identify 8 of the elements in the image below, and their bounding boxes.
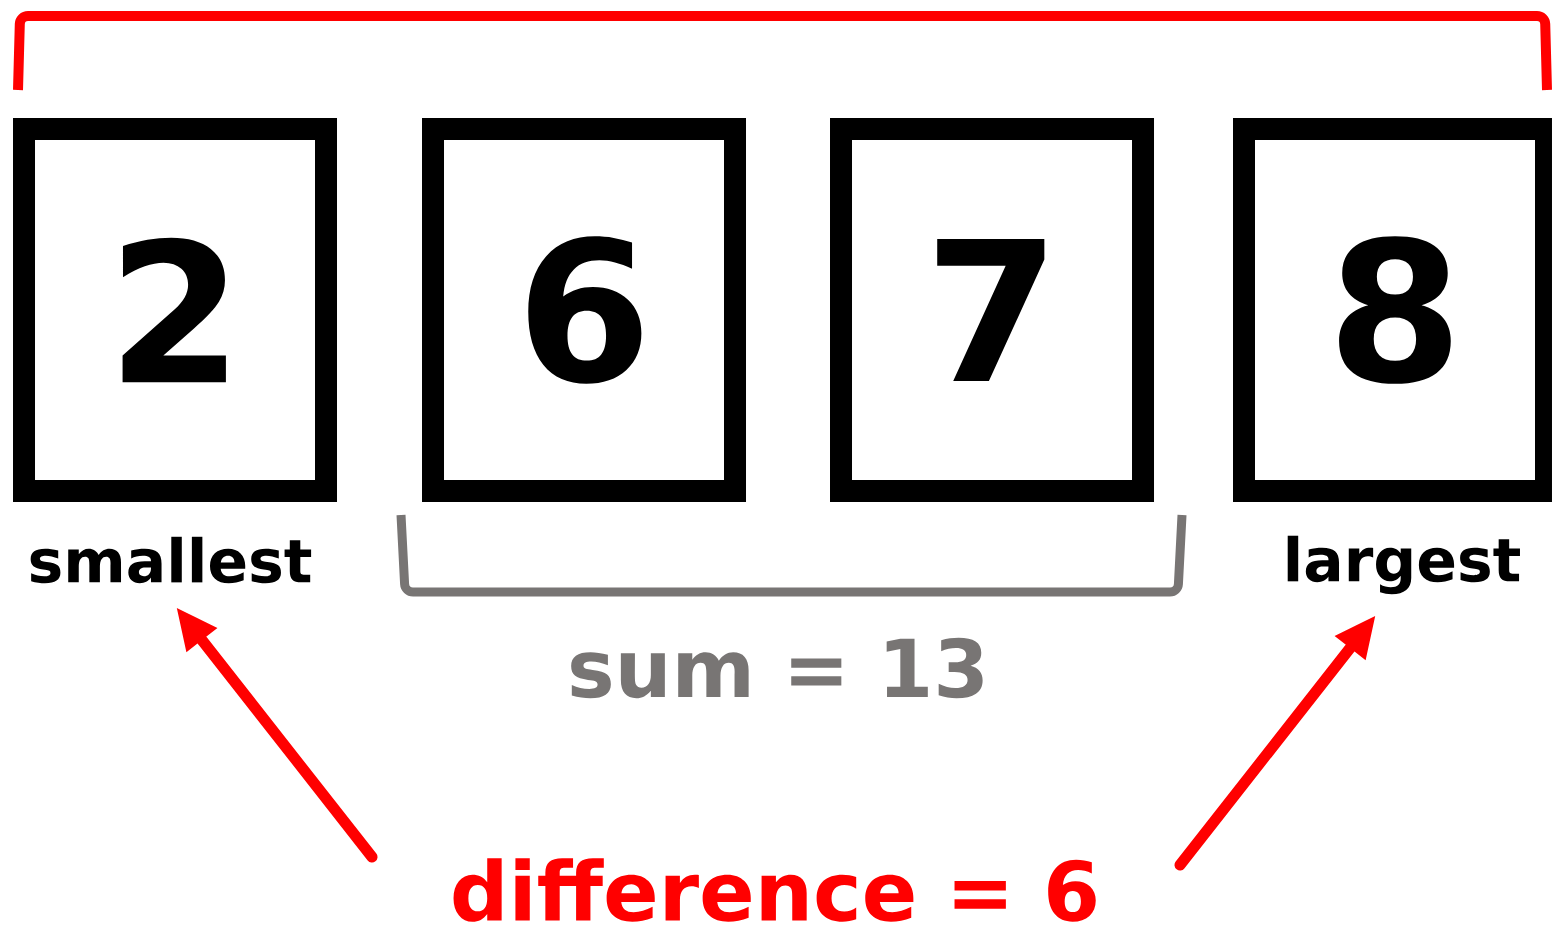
number-card: 8 [1233, 118, 1552, 502]
number-card: 2 [13, 118, 337, 502]
number-card: 6 [422, 118, 746, 502]
sum-text: sum = 13 [571, 637, 983, 699]
text-label: largest [1287, 535, 1520, 595]
difference-text: difference = 6 [453, 858, 1096, 922]
text-label: smallest [30, 536, 312, 584]
number-card: 7 [830, 118, 1154, 502]
